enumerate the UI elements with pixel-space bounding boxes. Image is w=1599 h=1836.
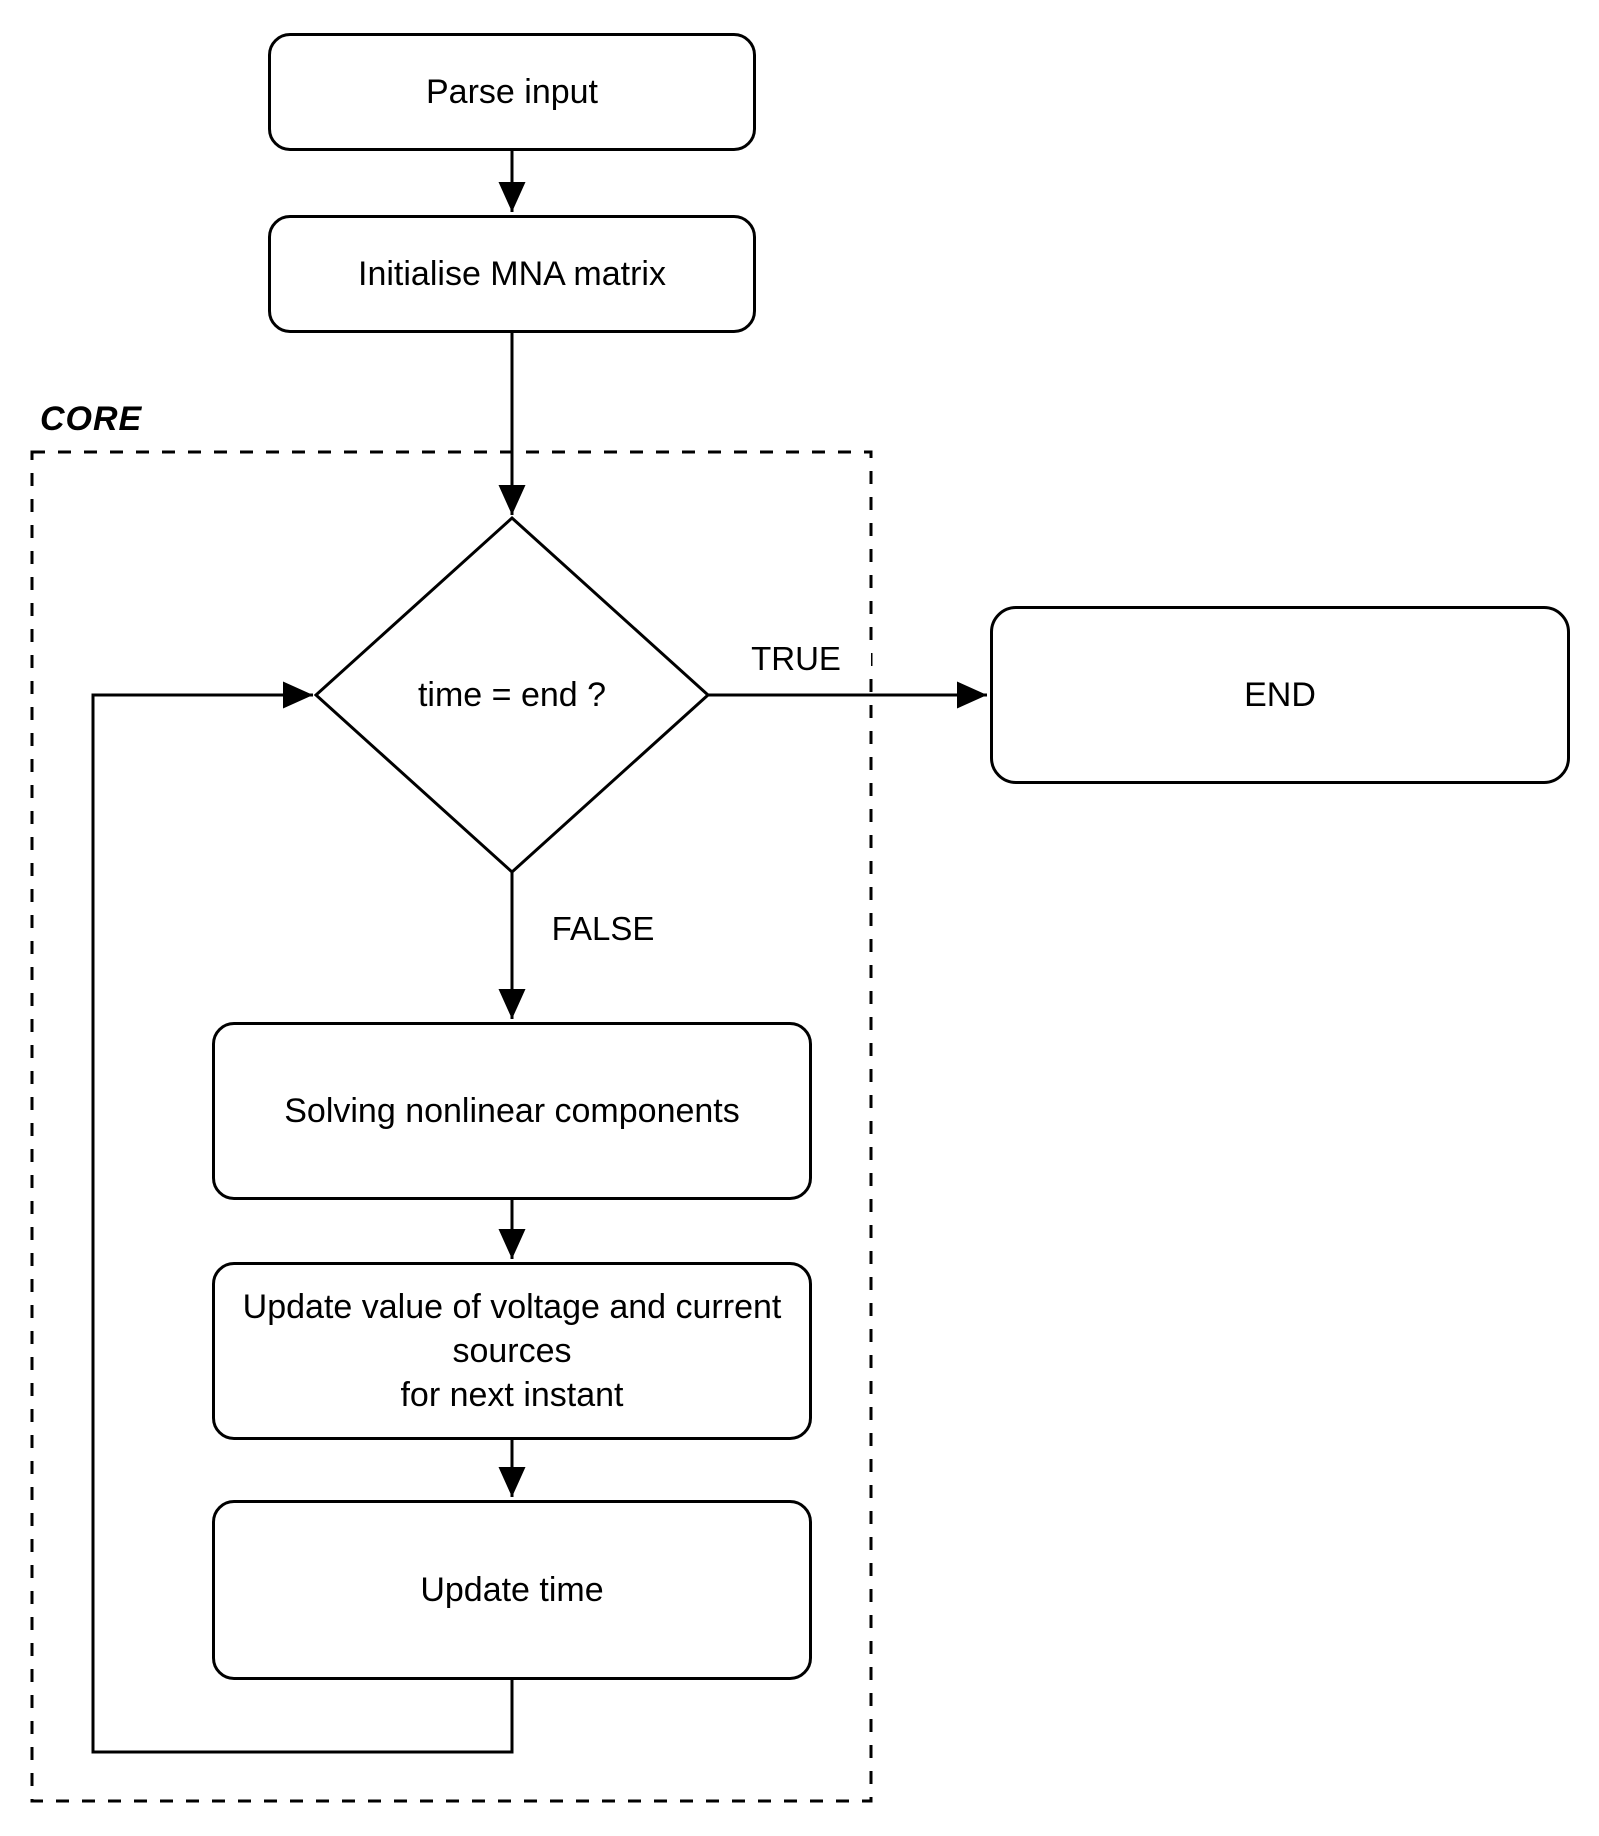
flowchart-node-solving-nonlinear-components: Solving nonlinear components	[212, 1022, 812, 1200]
flowchart-node-update-sources: Update value of voltage and current sour…	[212, 1262, 812, 1440]
flowchart-node-end: END	[990, 606, 1570, 784]
edge-label-false: FALSE	[528, 910, 678, 948]
flowchart-node-initialise-mna-matrix: Initialise MNA matrix	[268, 215, 756, 333]
core-region-boundary	[30, 450, 873, 1803]
flowchart-node-parse-input: Parse input	[268, 33, 756, 151]
decision-node-label: time = end ?	[417, 675, 607, 714]
flowchart-node-update-time: Update time	[212, 1500, 812, 1680]
loop-connector-update-time-to-decision	[91, 681, 514, 1754]
core-region-label: CORE	[40, 400, 143, 438]
decision-diamond-shape	[313, 515, 711, 875]
edge-label-true: TRUE	[721, 640, 871, 678]
